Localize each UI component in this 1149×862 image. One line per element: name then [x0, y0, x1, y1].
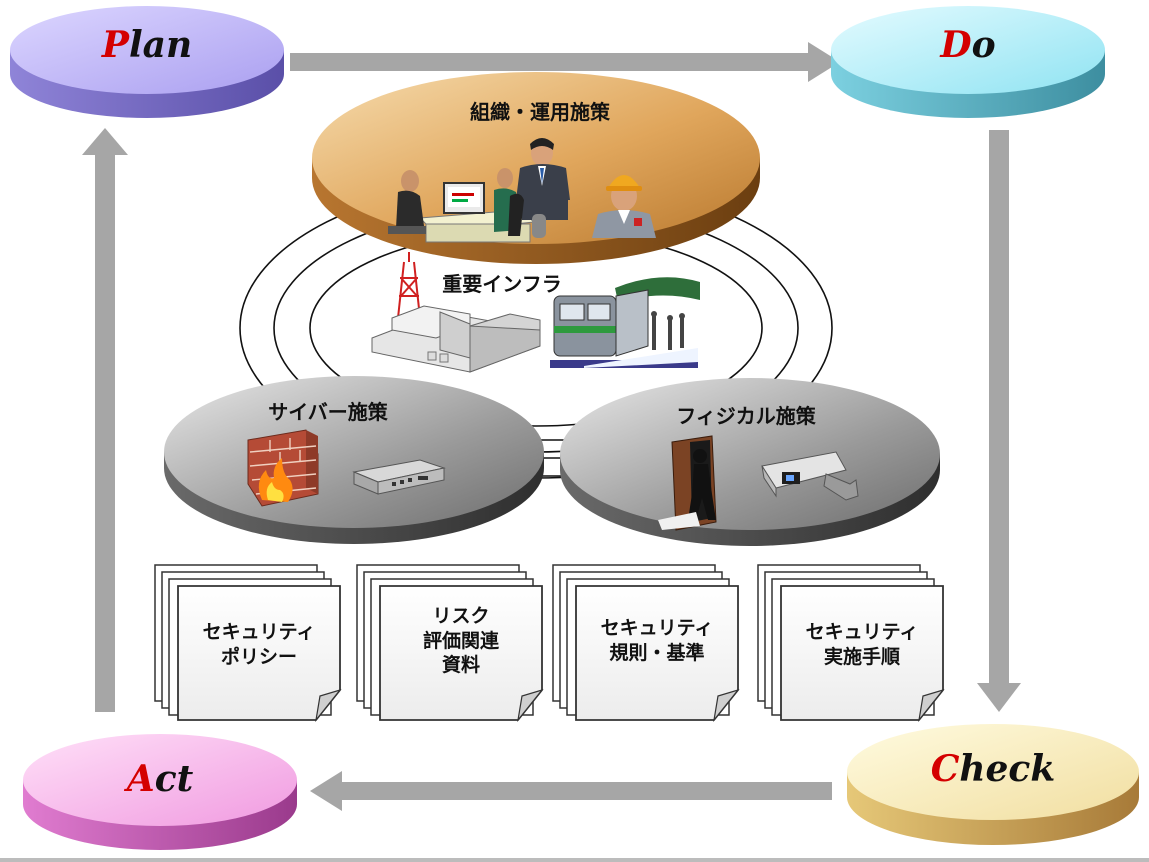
network-appliance-icon: [352, 459, 446, 495]
check-rest: heck: [959, 748, 1056, 790]
document-security-policy: セキュリティ ポリシー: [184, 620, 334, 669]
check-label: Check: [898, 748, 1088, 790]
firewall-icon: [247, 429, 319, 507]
flow-arrow-act-to-plan: [82, 128, 128, 712]
document-security-procedures: セキュリティ 実施手順: [787, 620, 937, 669]
office-meeting-illustration: [388, 138, 656, 243]
tower-icon: [397, 252, 421, 319]
document-stack-4: [757, 564, 945, 723]
factory-icon: [371, 305, 541, 373]
document-stack-3: [552, 564, 740, 723]
infrastructure-label: 重要インフラ: [442, 272, 562, 296]
act-rest: ct: [154, 758, 194, 800]
plan-label: Plan: [82, 24, 212, 66]
infrastructure-illustration: [371, 252, 700, 373]
plan-rest: lan: [128, 24, 193, 66]
document-line: セキュリティ: [202, 621, 316, 643]
door-intruder-icon: [658, 435, 717, 531]
do-rest: o: [971, 24, 996, 66]
plan-disc: [10, 6, 284, 118]
plan-initial: P: [101, 24, 129, 66]
document-security-rules: セキュリティ 規則・基準: [582, 616, 732, 665]
document-stack-1: [154, 564, 342, 723]
physical-measures-label: フィジカル施策: [676, 404, 816, 428]
document-stack-2: [356, 564, 544, 723]
document-line: セキュリティ: [600, 617, 714, 639]
document-stacks: [154, 564, 945, 723]
flow-arrow-do-to-check: [977, 130, 1021, 712]
do-label: Do: [903, 24, 1033, 66]
document-line: セキュリティ: [805, 621, 919, 643]
act-label: Act: [95, 758, 225, 800]
check-initial: C: [930, 748, 960, 790]
act-disc: [23, 734, 297, 850]
train-station-icon: [550, 277, 700, 368]
do-initial: D: [940, 24, 972, 66]
document-risk-assessment: リスク 評価関連 資料: [386, 604, 536, 678]
document-line: 評価関連: [422, 629, 499, 652]
check-disc: [847, 724, 1139, 845]
organization-measures-label: 組織・運用施策: [470, 100, 610, 124]
flow-arrow-plan-to-do: [290, 42, 840, 82]
document-line: リスク: [432, 605, 490, 627]
document-line: ポリシー: [220, 645, 297, 668]
flow-arrow-check-to-act: [310, 771, 832, 811]
bottom-divider: [0, 858, 1149, 862]
document-line: 規則・基準: [609, 641, 705, 664]
act-initial: A: [126, 758, 155, 800]
cyber-measures-label: サイバー施策: [268, 400, 388, 424]
document-line: 資料: [441, 654, 480, 677]
security-camera-icon: [761, 451, 859, 501]
do-disc: [831, 6, 1105, 118]
document-line: 実施手順: [823, 645, 900, 668]
